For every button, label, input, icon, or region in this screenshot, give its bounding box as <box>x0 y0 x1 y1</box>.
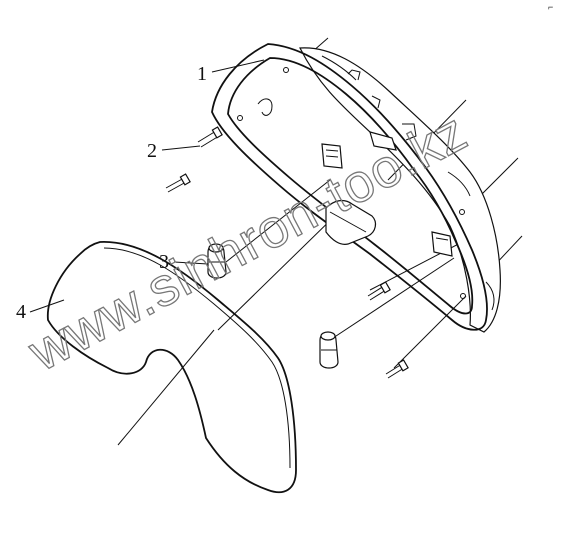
screw <box>367 281 391 301</box>
explode-axis-lines <box>117 37 523 446</box>
bulb-socket <box>319 331 339 369</box>
callout-1: 1 <box>197 63 207 85</box>
callout-3: 3 <box>159 251 169 273</box>
corner-mark: ⌐ <box>548 2 553 12</box>
screw <box>165 173 191 193</box>
screw <box>197 126 223 148</box>
bulb-sockets <box>207 243 339 369</box>
callout-numbers: 1 2 3 4 <box>16 63 207 323</box>
bulb-socket <box>207 243 227 279</box>
callout-leaders <box>29 59 265 313</box>
lamp-housing-frame <box>211 43 501 333</box>
watermark-text: www.sinhron-too.kz <box>19 101 477 383</box>
lens-cover <box>47 241 297 494</box>
callout-2: 2 <box>147 140 157 162</box>
screws <box>165 126 409 379</box>
callout-4: 4 <box>16 301 26 323</box>
screw <box>385 359 409 379</box>
